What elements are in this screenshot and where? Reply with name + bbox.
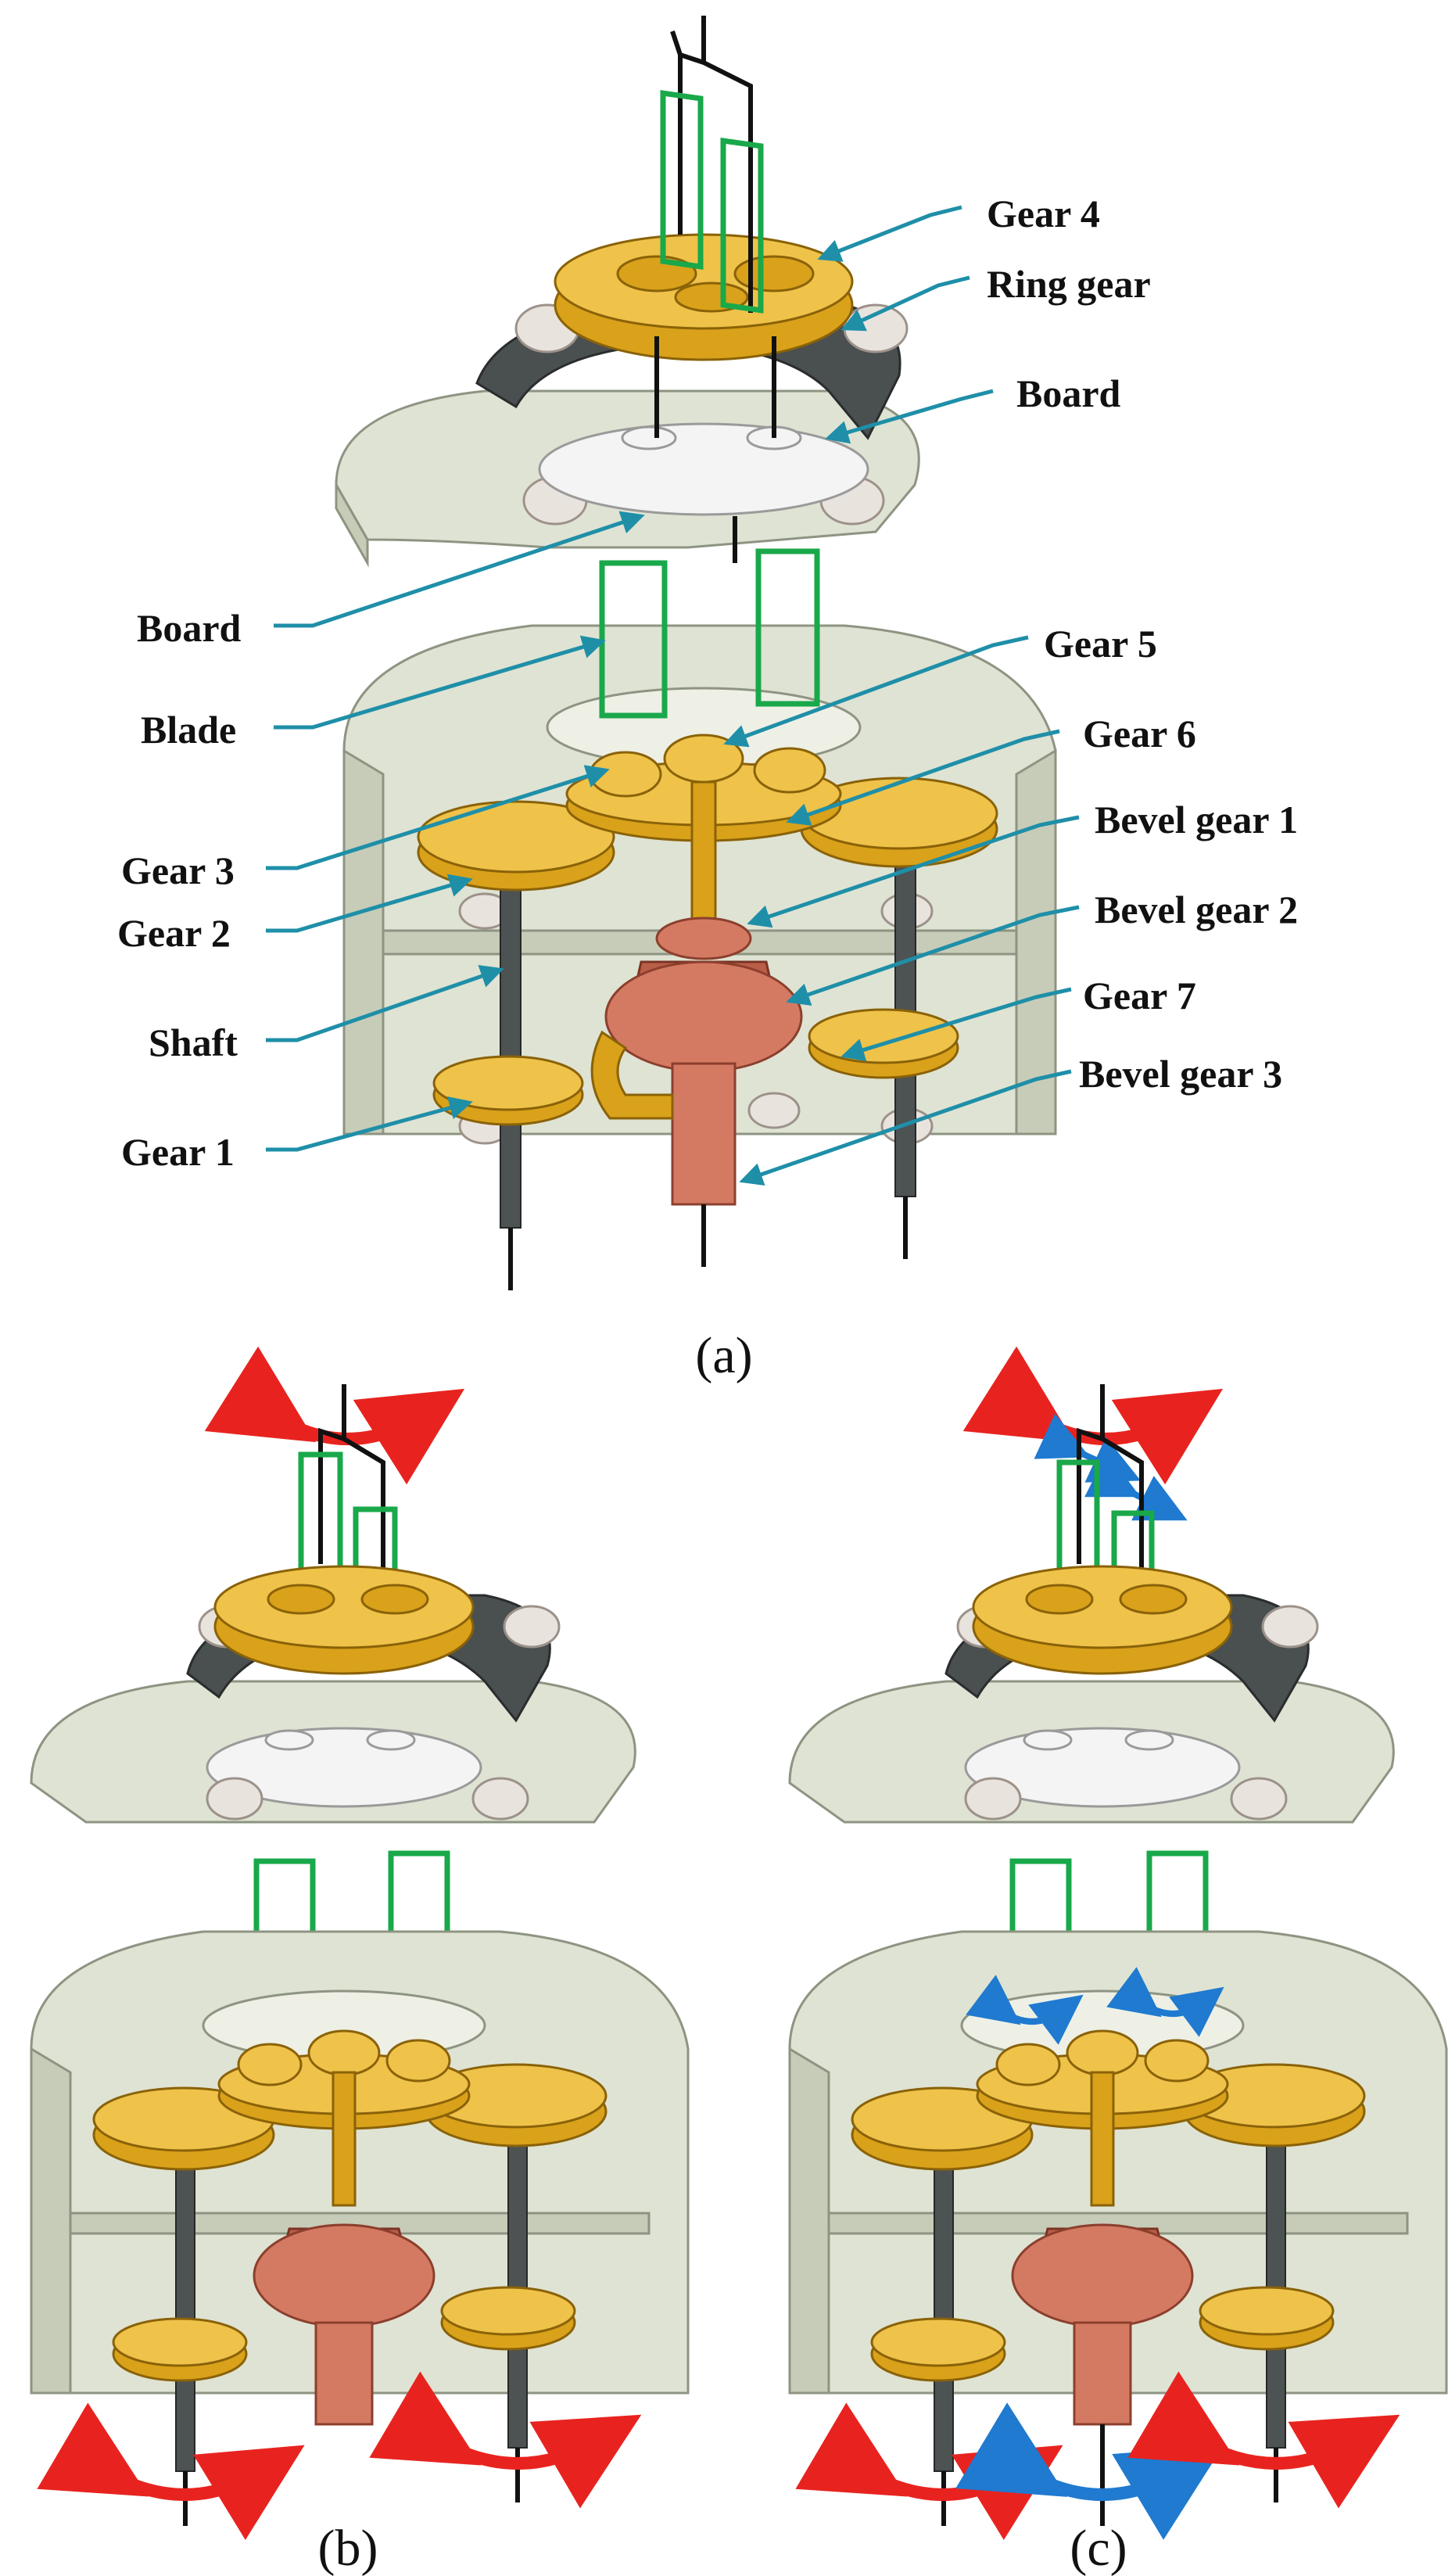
caption-c: (c) (1070, 2520, 1127, 2576)
label-gear-6: Gear 6 (1083, 712, 1196, 755)
bevel-gear-2 (604, 960, 803, 1073)
label-bevel-gear-1: Bevel gear 1 (1095, 798, 1298, 841)
rotation-arrow-right (369, 2371, 642, 2509)
label-gear-2: Gear 2 (117, 911, 231, 955)
label-blade: Blade (141, 708, 236, 752)
label-board-left: Board (137, 606, 242, 650)
rotation-arrow-right (1127, 2371, 1400, 2509)
blade-upper (720, 138, 764, 314)
rotation-arrow-top (962, 1346, 1224, 1485)
bevel-gear-1 (655, 917, 752, 960)
label-gear-5: Gear 5 (1044, 622, 1157, 666)
blade-lower (755, 548, 820, 707)
label-gear-4: Gear 4 (987, 192, 1100, 235)
label-gear-7: Gear 7 (1083, 974, 1196, 1017)
central-shaft (690, 780, 717, 932)
blade-pitch-arrow (1034, 1413, 1142, 1483)
bevel-gear-3 (671, 1062, 737, 1206)
label-gear-3: Gear 3 (121, 849, 235, 892)
board-top (538, 422, 869, 516)
label-board-right: Board (1016, 371, 1121, 415)
shaft-left (500, 836, 521, 1229)
rotation-arrow-left (37, 2402, 305, 2540)
rotation-arrow-top (204, 1346, 465, 1485)
blade-pitch-arrow (966, 1975, 1084, 2045)
caption-b: (b) (318, 2520, 378, 2576)
panel-b: (b) (30, 1346, 690, 2576)
label-ring-gear: Ring gear (987, 262, 1151, 306)
carrier (590, 1030, 674, 1120)
label-bevel-gear-2: Bevel gear 2 (1095, 888, 1298, 931)
label-shaft: Shaft (149, 1021, 238, 1064)
panel-a: Gear 4 Ring gear Board Board Gear 5 Blad… (117, 16, 1298, 1384)
blade-pitch-arrow (1106, 1967, 1224, 2037)
label-gear-1: Gear 1 (121, 1130, 235, 1174)
panel-c: (c) (788, 1346, 1448, 2576)
label-bevel-gear-3: Bevel gear 3 (1079, 1052, 1282, 1096)
caption-a: (a) (695, 1327, 752, 1384)
blade-upper (660, 90, 704, 270)
top-linkage (670, 16, 753, 313)
gear-3 (589, 751, 662, 798)
